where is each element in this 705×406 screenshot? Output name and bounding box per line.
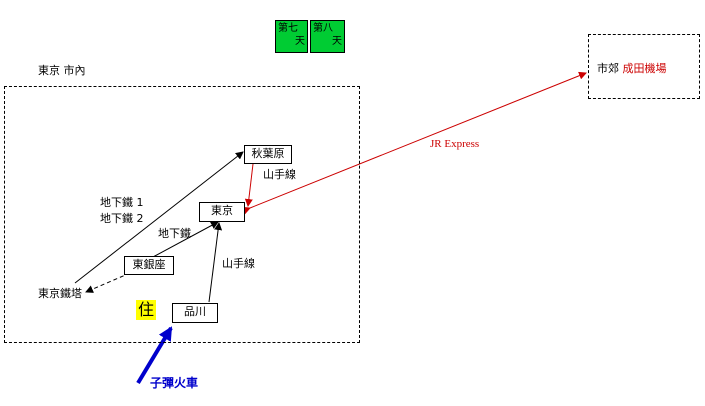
station-akihabara: 秋葉原 [244, 145, 292, 164]
edge-shinagawa-tokyo [208, 222, 223, 303]
legend-box-day-8-line2: 天 [332, 36, 342, 47]
edge-bullet-train [136, 326, 173, 385]
station-tokyo: 東京 [199, 202, 245, 222]
station-tokyo-tower: 東京鐵塔 [38, 287, 82, 300]
edge-label-subway-1: 地下鐵 1 [100, 196, 144, 209]
region-suburb [588, 34, 700, 99]
edge-ginza-tower [85, 272, 131, 293]
edge-label-yamanote-lower: 山手線 [222, 257, 255, 270]
edge-tower-akihabara [74, 151, 244, 284]
region-suburb-label: 市郊 成田機場 [597, 62, 667, 75]
edge-jr-express [242, 71, 587, 215]
edge-label-jr-express: JR Express [430, 138, 480, 150]
legend-box-day-7: 第七 天 [275, 20, 308, 53]
edge-ginza-tokyo [144, 221, 219, 264]
region-tokyo-city-label: 東京 市內 [38, 64, 86, 77]
narita-airport-label: 成田機場 [622, 62, 667, 75]
home-marker: 住 [136, 300, 157, 320]
region-tokyo-city [4, 86, 360, 343]
legend-box-day-7-line2: 天 [295, 36, 305, 47]
edge-label-yamanote-upper: 山手線 [263, 168, 296, 181]
station-shinagawa: 品川 [172, 303, 218, 323]
edge-label-subway-2: 地下鐵 2 [100, 212, 144, 225]
station-higashi-ginza: 東銀座 [124, 256, 174, 275]
legend-box-day-7-line1: 第七 [278, 23, 298, 34]
bullet-train-label: 子彈火車 [150, 376, 199, 390]
suburb-prefix: 市郊 [597, 62, 619, 75]
legend-box-day-8-line1: 第八 [313, 23, 333, 34]
edge-label-subway: 地下鐵 [158, 227, 191, 240]
legend-box-day-8: 第八 天 [310, 20, 345, 53]
